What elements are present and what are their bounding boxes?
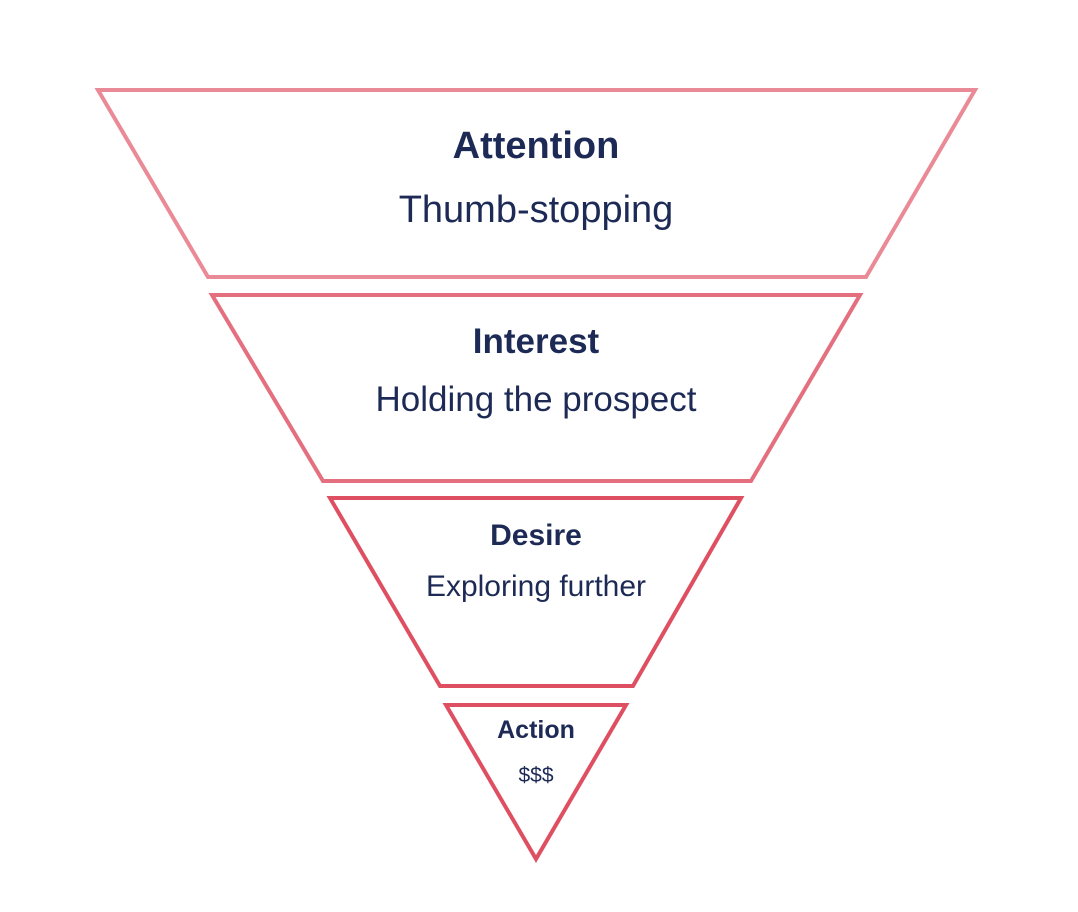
funnel-stage-action: Action $$$ bbox=[442, 703, 630, 863]
funnel-stage-action-subtitle: $$$ bbox=[518, 764, 553, 787]
funnel-stage-action-title: Action bbox=[497, 716, 575, 744]
funnel-stage-interest-shape bbox=[208, 293, 864, 483]
funnel-stage-attention-subtitle: Thumb-stopping bbox=[399, 189, 674, 231]
funnel-stage-attention-title: Attention bbox=[453, 125, 620, 167]
funnel-stage-desire-subtitle: Exploring further bbox=[426, 570, 646, 603]
funnel-stage-attention-shape bbox=[94, 88, 979, 279]
funnel-stage-desire-shape bbox=[326, 496, 745, 688]
funnel-stage-interest: Interest Holding the prospect bbox=[208, 293, 864, 483]
funnel-stage-desire: Desire Exploring further bbox=[326, 496, 745, 688]
funnel-stage-interest-title: Interest bbox=[473, 322, 600, 361]
funnel-stage-attention: Attention Thumb-stopping bbox=[94, 88, 979, 279]
funnel-stage-action-shape bbox=[442, 703, 630, 863]
funnel-stage-desire-title: Desire bbox=[490, 519, 582, 552]
funnel-stage-interest-subtitle: Holding the prospect bbox=[375, 380, 696, 419]
